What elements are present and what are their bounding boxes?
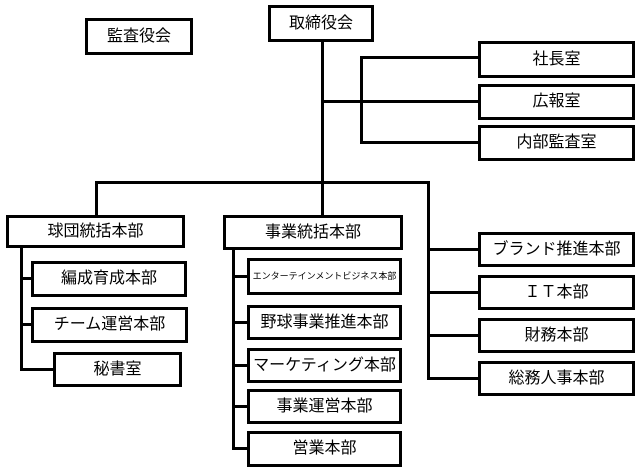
node-yakyu-jigyo-suishin-hq: 野球事業推進本部 (247, 305, 402, 340)
node-president-office: 社長室 (478, 41, 635, 78)
node-label: 野球事業推進本部 (260, 313, 389, 331)
connector-jigyo-children (232, 247, 235, 450)
node-label: 事業運営本部 (276, 397, 373, 415)
connector-board-trunk (321, 40, 324, 217)
connector-zaimu-hq (427, 334, 478, 337)
connector-right-column (427, 181, 430, 380)
node-jigyo-general-hq: 事業統括本部 (223, 215, 403, 250)
node-audit-board: 監査役会 (85, 18, 193, 55)
connector-eigyo-hq (232, 447, 247, 450)
connector-yakyu-jigyo-hq (232, 321, 247, 324)
node-hensei-ikusei-hq: 編成育成本部 (31, 261, 187, 297)
node-internal-audit-office: 内部監査室 (478, 125, 635, 161)
connector-somu-hq (427, 377, 478, 380)
node-eigyo-hq: 営業本部 (247, 431, 402, 467)
node-label: 取締役会 (288, 14, 353, 32)
node-label: 総務人事本部 (508, 369, 605, 387)
connector-secretary-office (20, 368, 53, 371)
connector-president-office (360, 56, 478, 59)
node-label: ＩＴ本部 (524, 283, 589, 301)
node-label: 内部監査室 (516, 134, 597, 151)
connector-team-hq (20, 323, 31, 326)
node-label: 営業本部 (292, 440, 357, 457)
node-somu-jinji-hq: 総務人事本部 (478, 361, 635, 396)
node-label: マーケティング本部 (253, 356, 396, 374)
node-team-unei-hq: チーム運営本部 (31, 307, 188, 343)
connector-brand-hq (427, 248, 478, 251)
node-label: エンターテインメントビジネス本部 (252, 271, 397, 281)
node-pr-office: 広報室 (478, 84, 635, 120)
node-label: 財務本部 (524, 326, 589, 344)
node-brand-suishin-hq: ブランド推進本部 (478, 232, 635, 267)
node-entertainment-business-hq: エンターテインメントビジネス本部 (247, 258, 402, 295)
connector-internal-audit (360, 141, 478, 144)
node-label: 社長室 (532, 50, 581, 68)
node-jigyo-unei-hq: 事業運営本部 (247, 389, 402, 424)
node-board-of-directors: 取締役会 (268, 5, 374, 42)
connector-jigyo-unei-hq (232, 405, 247, 408)
connector-offices-branch (360, 56, 363, 144)
node-marketing-hq: マーケティング本部 (247, 348, 402, 383)
node-label: 秘書室 (93, 360, 142, 378)
node-label: 監査役会 (106, 27, 171, 45)
node-it-hq: ＩＴ本部 (478, 275, 635, 310)
node-label: 事業統括本部 (264, 223, 361, 241)
node-label: チーム運営本部 (53, 316, 166, 333)
node-zaimu-hq: 財務本部 (478, 318, 635, 353)
node-label: ブランド推進本部 (492, 240, 621, 258)
connector-main-horizontal (95, 181, 430, 184)
connector-hensei-hq (20, 277, 31, 280)
connector-entertainment-hq (232, 275, 247, 278)
connector-pr-office (321, 100, 478, 103)
node-secretary-office: 秘書室 (53, 352, 182, 387)
connector-kyudan-children (20, 246, 23, 371)
node-kyudan-general-hq: 球団統括本部 (6, 215, 185, 248)
connector-it-hq (427, 291, 478, 294)
node-label: 球団統括本部 (47, 222, 144, 240)
connector-kyudan-drop (95, 181, 98, 217)
connector-marketing-hq (232, 364, 247, 367)
node-label: 広報室 (532, 93, 581, 110)
node-label: 編成育成本部 (60, 270, 157, 287)
